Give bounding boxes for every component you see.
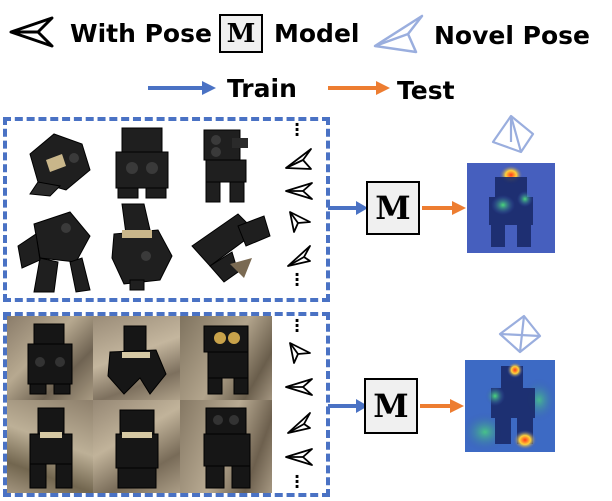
- lego-marble-4: [29, 407, 73, 489]
- model-box-1: M: [366, 181, 420, 235]
- camera-pose-icon: [285, 378, 313, 396]
- model-legend-symbol: M: [226, 18, 256, 49]
- camera-column-dots-top-1: ···: [294, 115, 301, 144]
- model-symbol-2: M: [373, 387, 409, 425]
- novel-view-heatmap-2: [465, 360, 555, 452]
- camera-pose-icon: [287, 245, 311, 267]
- test-legend-arrow: [328, 81, 390, 95]
- model-label: Model: [274, 19, 360, 48]
- camera-column-dots-bottom-2: ···: [294, 467, 301, 496]
- camera-pose-icon: [285, 182, 313, 200]
- train-arrow-2: [328, 399, 368, 413]
- lego-view-image-1: [29, 133, 91, 197]
- novel-pose-camera-icon-1: [491, 114, 535, 154]
- lego-view-image-3: [203, 129, 248, 203]
- camera-pose-icon: [289, 211, 311, 233]
- camera-pose-icon: [285, 148, 312, 170]
- lego-marble-1: [27, 323, 73, 395]
- camera-pose-icon: [285, 448, 313, 466]
- train-legend-arrow: [148, 81, 216, 95]
- model-legend-icon: M: [219, 14, 263, 53]
- camera-column-dots-top-2: ···: [294, 311, 301, 340]
- with-pose-label: With Pose: [70, 19, 212, 48]
- lego-view-image-2: [115, 127, 169, 199]
- novel-pose-camera-icon: [373, 14, 424, 54]
- camera-pose-icon: [289, 342, 311, 364]
- model-box-2: M: [364, 378, 418, 434]
- novel-pose-label: Novel Pose: [434, 21, 590, 50]
- train-label: Train: [227, 74, 297, 103]
- novel-view-heatmap-1: [467, 163, 555, 253]
- model-symbol-1: M: [375, 189, 411, 227]
- with-pose-camera-icon: [9, 16, 54, 48]
- lego-view-image-4: [17, 211, 91, 293]
- camera-pose-icon: [287, 412, 311, 434]
- lego-marble-3: [203, 325, 249, 395]
- novel-pose-camera-icon-2: [498, 314, 542, 354]
- camera-column-dots-bottom-1: ···: [294, 265, 301, 294]
- lego-marble-2: [107, 325, 167, 395]
- test-label: Test: [397, 76, 455, 105]
- lego-view-image-5: [111, 203, 173, 291]
- lego-marble-6: [203, 407, 251, 489]
- train-arrow-1: [328, 201, 368, 215]
- lego-view-image-6: [191, 213, 271, 283]
- lego-marble-5: [115, 409, 159, 489]
- test-arrow-2: [420, 399, 464, 413]
- test-arrow-1: [422, 201, 466, 215]
